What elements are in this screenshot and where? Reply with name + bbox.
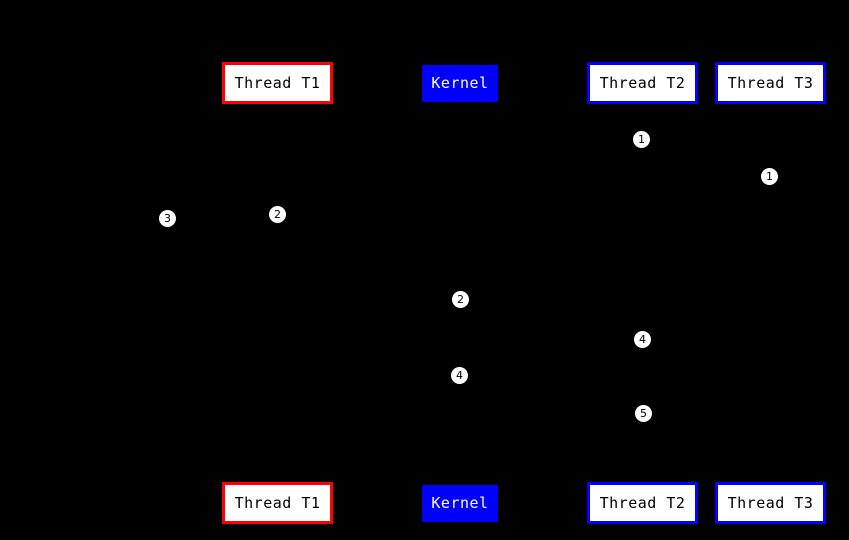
step-badge-label: 1	[766, 170, 773, 183]
message-arrow-4	[277, 320, 460, 321]
participant-box-thread-t1-top[interactable]: Thread T1	[222, 62, 333, 104]
step-badge-6: 4	[634, 331, 651, 348]
step-badge-2: 1	[761, 168, 778, 185]
step-badge-5: 2	[452, 291, 469, 308]
participant-box-thread-t2-bottom[interactable]: Thread T2	[587, 482, 698, 524]
message-arrow-2	[460, 200, 770, 201]
participant-label-thread-t2-top: Thread T2	[599, 73, 686, 92]
message-arrow-1	[642, 160, 770, 161]
step-badge-7: 4	[451, 367, 468, 384]
participant-box-kernel-bottom[interactable]: Kernel	[422, 485, 498, 522]
step-badge-label: 4	[456, 369, 463, 382]
message-arrow-3	[277, 240, 460, 241]
participant-label-thread-t3-bottom: Thread T3	[727, 493, 814, 512]
participant-label-thread-t1-top: Thread T1	[234, 73, 321, 92]
participant-label-kernel-bottom: Kernel	[431, 494, 489, 512]
participant-box-thread-t3-top[interactable]: Thread T3	[715, 62, 826, 104]
participant-box-kernel-top[interactable]: Kernel	[422, 65, 498, 102]
step-badge-1: 1	[633, 131, 650, 148]
participant-label-thread-t2-bottom: Thread T2	[599, 493, 686, 512]
step-badge-label: 5	[640, 407, 647, 420]
message-arrow-6	[460, 400, 642, 401]
step-badge-label: 2	[457, 293, 464, 306]
message-arrow-7	[460, 435, 642, 436]
step-badge-label: 2	[274, 208, 281, 221]
step-badge-label: 4	[639, 333, 646, 346]
participant-box-thread-t2-top[interactable]: Thread T2	[587, 62, 698, 104]
lifeline-t3	[770, 104, 771, 482]
participant-box-thread-t3-bottom[interactable]: Thread T3	[715, 482, 826, 524]
step-badge-3: 3	[159, 210, 176, 227]
lifeline-t2	[642, 104, 643, 482]
lifeline-t1	[277, 104, 278, 482]
step-badge-8: 5	[635, 405, 652, 422]
participant-box-thread-t1-bottom[interactable]: Thread T1	[222, 482, 333, 524]
participant-label-thread-t3-top: Thread T3	[727, 73, 814, 92]
step-badge-4: 2	[269, 206, 286, 223]
participant-label-thread-t1-bottom: Thread T1	[234, 493, 321, 512]
message-arrow-5	[460, 360, 642, 361]
participant-label-kernel-top: Kernel	[431, 74, 489, 92]
step-badge-label: 3	[164, 212, 171, 225]
step-badge-label: 1	[638, 133, 645, 146]
